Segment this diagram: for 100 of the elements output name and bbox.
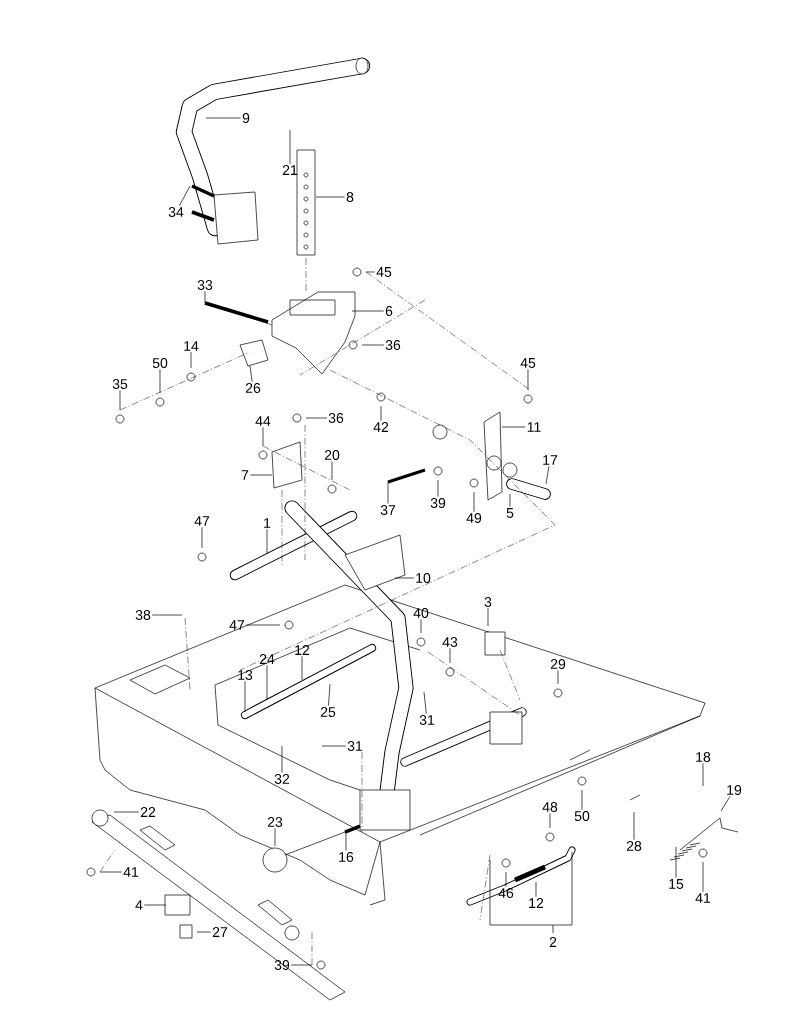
callout-number: 45 xyxy=(520,358,536,368)
leader-line xyxy=(487,608,489,627)
leader-line xyxy=(581,789,583,810)
callout-number: 31 xyxy=(347,741,363,751)
callout-number: 6 xyxy=(385,306,393,316)
callout-number: 15 xyxy=(669,879,684,889)
callout-number: 49 xyxy=(466,513,482,523)
leader-line xyxy=(281,745,283,773)
callout-number: 29 xyxy=(550,659,566,669)
callout-number: 39 xyxy=(274,960,290,970)
leader-line xyxy=(423,691,427,714)
callout-number: 41 xyxy=(695,893,711,903)
callout-number: 45 xyxy=(376,267,392,277)
callout-number: 34 xyxy=(168,207,184,217)
callout-number: 14 xyxy=(184,341,199,351)
callout-number: 13 xyxy=(238,670,253,680)
callout-number: 12 xyxy=(295,645,310,655)
callout-number: 12 xyxy=(529,898,544,908)
callout-number: 43 xyxy=(442,637,458,647)
leader-line xyxy=(266,528,268,555)
callout-number: 8 xyxy=(346,192,354,202)
leader-line xyxy=(305,417,328,419)
leader-line xyxy=(289,129,291,165)
callout-number: 7 xyxy=(241,470,249,480)
callout-number: 33 xyxy=(197,280,213,290)
leader-line xyxy=(387,481,389,504)
leader-line xyxy=(549,813,551,829)
callout-number: 35 xyxy=(112,379,128,389)
leader-line xyxy=(159,369,161,394)
leader-line xyxy=(633,811,635,840)
callout-number: 47 xyxy=(194,516,210,526)
callout-number: 31 xyxy=(419,715,435,725)
callout-number: 32 xyxy=(274,774,290,784)
callout-number: 27 xyxy=(212,927,228,937)
callout-number: 20 xyxy=(324,450,340,460)
leader-line xyxy=(315,196,346,198)
leader-line xyxy=(262,426,264,447)
callout-number: 25 xyxy=(320,707,336,717)
callout-number: 1 xyxy=(264,518,271,528)
callout-number: 19 xyxy=(727,785,742,795)
callout-number: 17 xyxy=(543,455,558,465)
leader-line xyxy=(266,664,268,701)
leader-line xyxy=(151,614,183,616)
callout-number: 22 xyxy=(140,807,156,817)
leader-line xyxy=(201,526,203,549)
callout-number: 46 xyxy=(498,888,514,898)
leader-line xyxy=(437,479,439,497)
callout-number: 9 xyxy=(242,113,250,123)
callout-number: 36 xyxy=(385,340,401,350)
leader-line xyxy=(545,465,550,485)
callout-number: 40 xyxy=(413,608,429,618)
leader-line xyxy=(331,461,333,481)
callout-number: 42 xyxy=(373,422,389,432)
leader-line xyxy=(361,344,385,346)
leader-line xyxy=(557,670,559,685)
leader-line xyxy=(321,745,347,747)
callout-number: 50 xyxy=(574,811,590,821)
leader-line xyxy=(345,829,347,851)
leader-line xyxy=(394,577,415,579)
callout-number: 3 xyxy=(484,597,492,607)
callout-number: 5 xyxy=(506,508,514,518)
leader-line xyxy=(290,964,313,966)
leader-line xyxy=(473,491,475,512)
leader-line xyxy=(179,185,191,206)
leader-line xyxy=(204,291,206,304)
callout-number: 38 xyxy=(135,610,151,620)
leader-line xyxy=(351,310,385,312)
callout-number: 21 xyxy=(282,165,298,175)
callout-number: 18 xyxy=(696,752,711,762)
callout-number: 11 xyxy=(527,422,541,432)
callout-number: 48 xyxy=(542,802,558,812)
leader-line xyxy=(328,683,331,706)
leader-line xyxy=(501,426,526,428)
callout-number: 28 xyxy=(626,841,642,851)
callout-number: 36 xyxy=(328,413,344,423)
leader-line xyxy=(245,624,281,626)
leader-line xyxy=(702,763,704,787)
leader-line xyxy=(113,811,140,813)
leader-line xyxy=(274,828,276,847)
leader-line xyxy=(449,648,451,664)
callout-number: 10 xyxy=(416,573,431,583)
leader-line xyxy=(380,405,382,422)
leader-line xyxy=(249,474,273,476)
leader-line xyxy=(675,846,677,879)
callout-number: 39 xyxy=(430,498,446,508)
callout-number: 2 xyxy=(549,937,557,947)
leader-line xyxy=(527,368,529,391)
callout-number: 26 xyxy=(245,383,261,393)
callout-number: 23 xyxy=(267,817,283,827)
leader-line xyxy=(196,931,212,933)
callout-number: 47 xyxy=(229,620,245,630)
leader-line xyxy=(249,365,253,382)
callout-number: 41 xyxy=(123,867,139,877)
leader-line xyxy=(509,493,511,508)
callout-number: 50 xyxy=(152,358,168,368)
callout-number: 16 xyxy=(339,852,354,862)
leader-line xyxy=(99,871,123,873)
leader-line xyxy=(702,861,704,893)
leader-line xyxy=(720,796,731,812)
leader-line xyxy=(301,655,303,681)
